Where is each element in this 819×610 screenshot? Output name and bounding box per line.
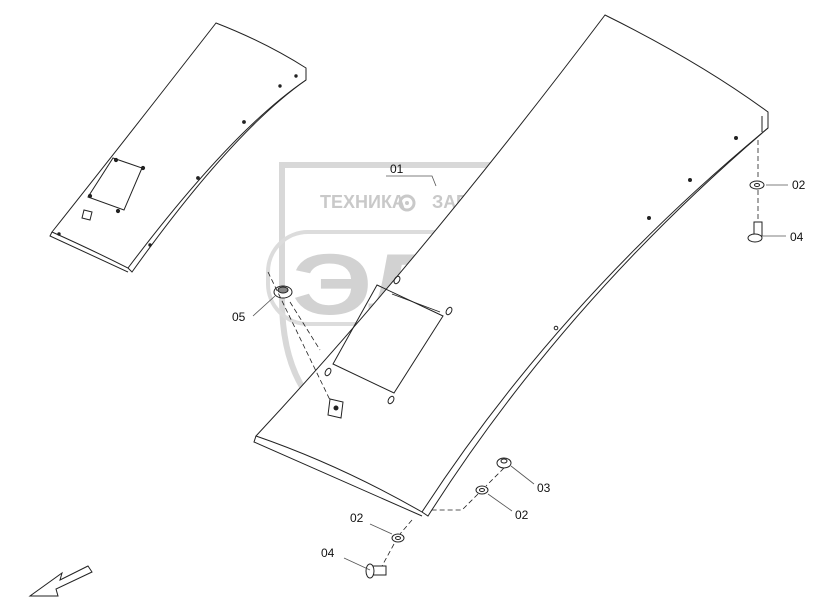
overview-panel bbox=[0, 0, 307, 273]
main-panel bbox=[253, 14, 769, 517]
callout-05: 05 bbox=[232, 310, 246, 324]
callout-03: 03 bbox=[537, 481, 551, 495]
overview-hatch-opening bbox=[87, 157, 143, 211]
leader-lines bbox=[252, 175, 788, 571]
callout-02-left: 02 bbox=[350, 511, 364, 525]
watermark-text-left: ТЕХНИКА bbox=[320, 192, 405, 212]
gear-icon bbox=[398, 194, 416, 212]
arrow-down-left-icon bbox=[28, 565, 93, 597]
callout-02-lower: 02 bbox=[515, 508, 529, 522]
callout-04-left: 04 bbox=[321, 546, 335, 560]
hardware bbox=[273, 180, 765, 579]
washer-left bbox=[391, 533, 405, 543]
overview-latch bbox=[81, 209, 93, 221]
callout-04-right: 04 bbox=[790, 230, 804, 244]
callout-labels: 01 02 04 05 03 02 02 04 bbox=[232, 162, 806, 560]
grommet bbox=[273, 285, 293, 299]
bolt-left bbox=[365, 563, 387, 579]
main-latch bbox=[327, 398, 344, 419]
callout-01: 01 bbox=[390, 162, 404, 176]
washer-right bbox=[749, 180, 765, 190]
main-hatch-opening bbox=[332, 284, 444, 394]
nut bbox=[496, 457, 512, 469]
overview-hatch bbox=[0, 0, 1, 1]
assembly-lines bbox=[267, 140, 759, 567]
washer-lower bbox=[475, 485, 489, 495]
callout-02-right: 02 bbox=[792, 178, 806, 192]
bolt-right bbox=[747, 221, 763, 243]
